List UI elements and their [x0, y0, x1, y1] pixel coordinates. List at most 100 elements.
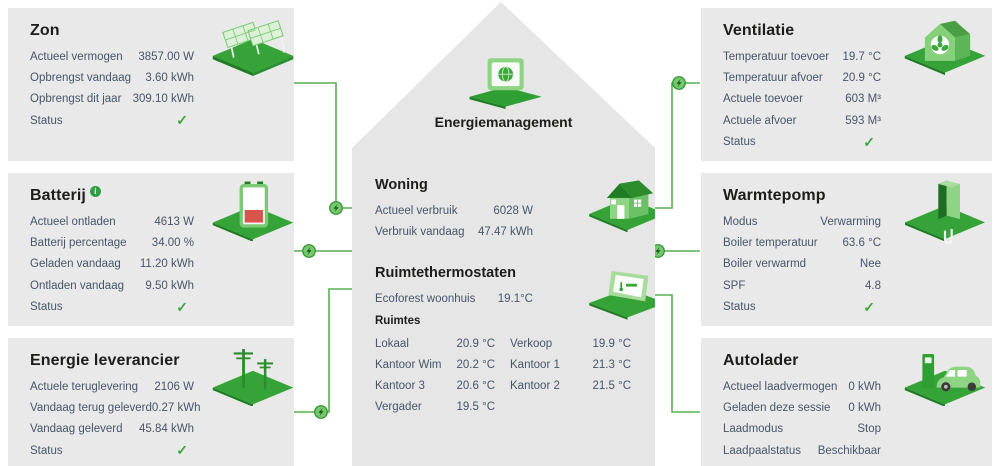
- stat-label: Opbrengst vandaag: [30, 72, 132, 85]
- stat-value: 45.84 kWh: [139, 423, 194, 436]
- panel-title: Zon: [30, 22, 60, 39]
- laptop-globe-icon: [463, 52, 545, 112]
- status-label: Status: [723, 301, 756, 314]
- stat-row: Temperatuur toevoer 19.7 °C: [723, 46, 881, 67]
- status-label: Status: [30, 444, 63, 457]
- status-ok-icon: ✓: [176, 442, 188, 459]
- stat-label: Geladen deze sessie: [723, 402, 831, 415]
- energy-node-icon[interactable]: [672, 76, 686, 90]
- stat-value: 0 kWh: [848, 380, 881, 393]
- stat-row: SPF 4.8: [723, 275, 881, 296]
- house-icon: [586, 172, 655, 232]
- wire-zon: [292, 82, 352, 209]
- stat-value: 0 kWh: [848, 402, 881, 415]
- stat-row: Geladen deze sessie 0 kWh: [723, 397, 881, 418]
- room-temp: 20.9 °C: [456, 337, 495, 350]
- stat-label: Temperatuur toevoer: [723, 50, 830, 63]
- status-ok-icon: ✓: [176, 298, 188, 315]
- stat-label: SPF: [723, 279, 746, 292]
- section-title: Ruimtethermostaten: [375, 265, 516, 281]
- stat-row: Ontladen vandaag 9.50 kWh: [30, 275, 194, 296]
- stat-value: 63.6 °C: [842, 237, 881, 250]
- room-temp: 19.5 °C: [456, 400, 495, 413]
- stat-row: Actueel vermogen 3857.00 W: [30, 46, 194, 67]
- stat-label: Temperatuur afvoer: [723, 72, 823, 85]
- stat-label: Vandaag terug geleverd: [30, 402, 152, 415]
- stat-value: Beschikbaar: [817, 444, 881, 457]
- stat-row: Ecoforest woonhuis 19.1°C: [375, 288, 533, 309]
- stat-row: Vandaag terug geleverd 0.27 kWh: [30, 397, 201, 418]
- stat-value: 4613 W: [154, 215, 194, 228]
- panel-title: Warmtepomp: [723, 187, 826, 204]
- stat-label: Opbrengst dit jaar: [30, 93, 122, 106]
- stat-label: Ontladen vandaag: [30, 279, 124, 292]
- energy-node-icon[interactable]: [329, 201, 343, 215]
- room-label: Kantoor 3: [375, 379, 425, 392]
- stat-row: Verbruik vandaag 47.47 kWh: [375, 221, 533, 242]
- stat-label: Boiler verwarmd: [723, 258, 807, 271]
- room-row: Verkoop 19.9 °C: [510, 333, 631, 354]
- stat-label: Geladen vandaag: [30, 258, 121, 271]
- stat-value: 6028 W: [493, 204, 533, 217]
- room-row: Kantoor 1 21.3 °C: [510, 354, 631, 375]
- stat-row: Modus Verwarming: [723, 211, 881, 232]
- stat-row: Actuele toevoer 603 M³: [723, 89, 881, 110]
- status-row: Status ✓: [30, 297, 194, 318]
- stat-row: Actuele afvoer 593 M³: [723, 110, 881, 131]
- house-title: Energiemanagement: [434, 114, 573, 130]
- panel-title: Energie leverancier: [30, 352, 180, 369]
- room-row: Kantoor 3 20.6 °C: [375, 375, 495, 396]
- stat-row: Vandaag geleverd 45.84 kWh: [30, 419, 194, 440]
- stat-value: 309.10 kWh: [132, 93, 194, 106]
- stat-value: 20.9 °C: [842, 72, 881, 85]
- room-temp: 19.9 °C: [592, 337, 631, 350]
- stat-label: Boiler temperatuur: [723, 237, 818, 250]
- room-label: Lokaal: [375, 337, 409, 350]
- room-row: Kantoor Wim 20.2 °C: [375, 354, 495, 375]
- stat-row: Batterij percentage 34.00 %: [30, 232, 194, 253]
- panel-energie-leverancier: Energie leverancier Actuele terugleverin…: [8, 338, 294, 466]
- room-label: Verkoop: [510, 337, 553, 350]
- stat-value: 593 M³: [845, 114, 881, 127]
- room-temp: 20.2 °C: [456, 358, 495, 371]
- battery-icon: [211, 179, 295, 241]
- ruimtes-column-1: Lokaal 20.9 °C Kantoor Wim 20.2 °C Kanto…: [375, 333, 495, 417]
- status-row: Status ✓: [30, 110, 194, 131]
- room-temp: 21.5 °C: [592, 379, 631, 392]
- energy-node-icon[interactable]: [314, 405, 328, 419]
- stat-value: Stop: [857, 423, 881, 436]
- thermostat-icon: [586, 262, 655, 320]
- status-ok-icon: ✓: [176, 112, 188, 129]
- stat-label: Actuele teruglevering: [30, 380, 139, 393]
- section-ruimtes: Ruimtes Lokaal 20.9 °C Kantoor Wim 20.2 …: [375, 314, 633, 417]
- stat-value: 3857.00 W: [138, 50, 194, 63]
- stat-row: Temperatuur afvoer 20.9 °C: [723, 67, 881, 88]
- section-title: Woning: [375, 177, 428, 193]
- stat-label: Actueel vermogen: [30, 50, 123, 63]
- room-label: Kantoor Wim: [375, 358, 442, 371]
- panel-title: Autolader: [723, 352, 799, 369]
- info-icon[interactable]: i: [89, 186, 101, 197]
- stat-value: 603 M³: [845, 93, 881, 106]
- stat-row: Laadmodus Stop: [723, 419, 881, 440]
- stat-value: 0.27 kWh: [151, 402, 201, 415]
- room-row: Lokaal 20.9 °C: [375, 333, 495, 354]
- stat-row: Actuele teruglevering 2106 W: [30, 376, 194, 397]
- status-ok-icon: ✓: [863, 133, 875, 150]
- wire-autolader: [655, 294, 700, 413]
- stat-row: Geladen vandaag 11.20 kWh: [30, 254, 194, 275]
- stat-value: Verwarming: [820, 215, 881, 228]
- energy-node-icon[interactable]: [302, 244, 316, 258]
- stat-label: Verbruik vandaag: [375, 226, 465, 239]
- stat-label: Actueel verbruik: [375, 204, 458, 217]
- stat-value: 4.8: [865, 279, 881, 292]
- stat-label: Vandaag geleverd: [30, 423, 123, 436]
- status-row: Status ✓: [723, 132, 881, 153]
- stat-value: Nee: [859, 258, 881, 271]
- stat-value: 34.00 %: [151, 237, 194, 250]
- car-charger-icon: [903, 344, 987, 406]
- panel-zon: Zon Actueel vermogen 3857.00 W Opbrengst…: [8, 8, 294, 161]
- stat-value: 9.50 kWh: [145, 279, 194, 292]
